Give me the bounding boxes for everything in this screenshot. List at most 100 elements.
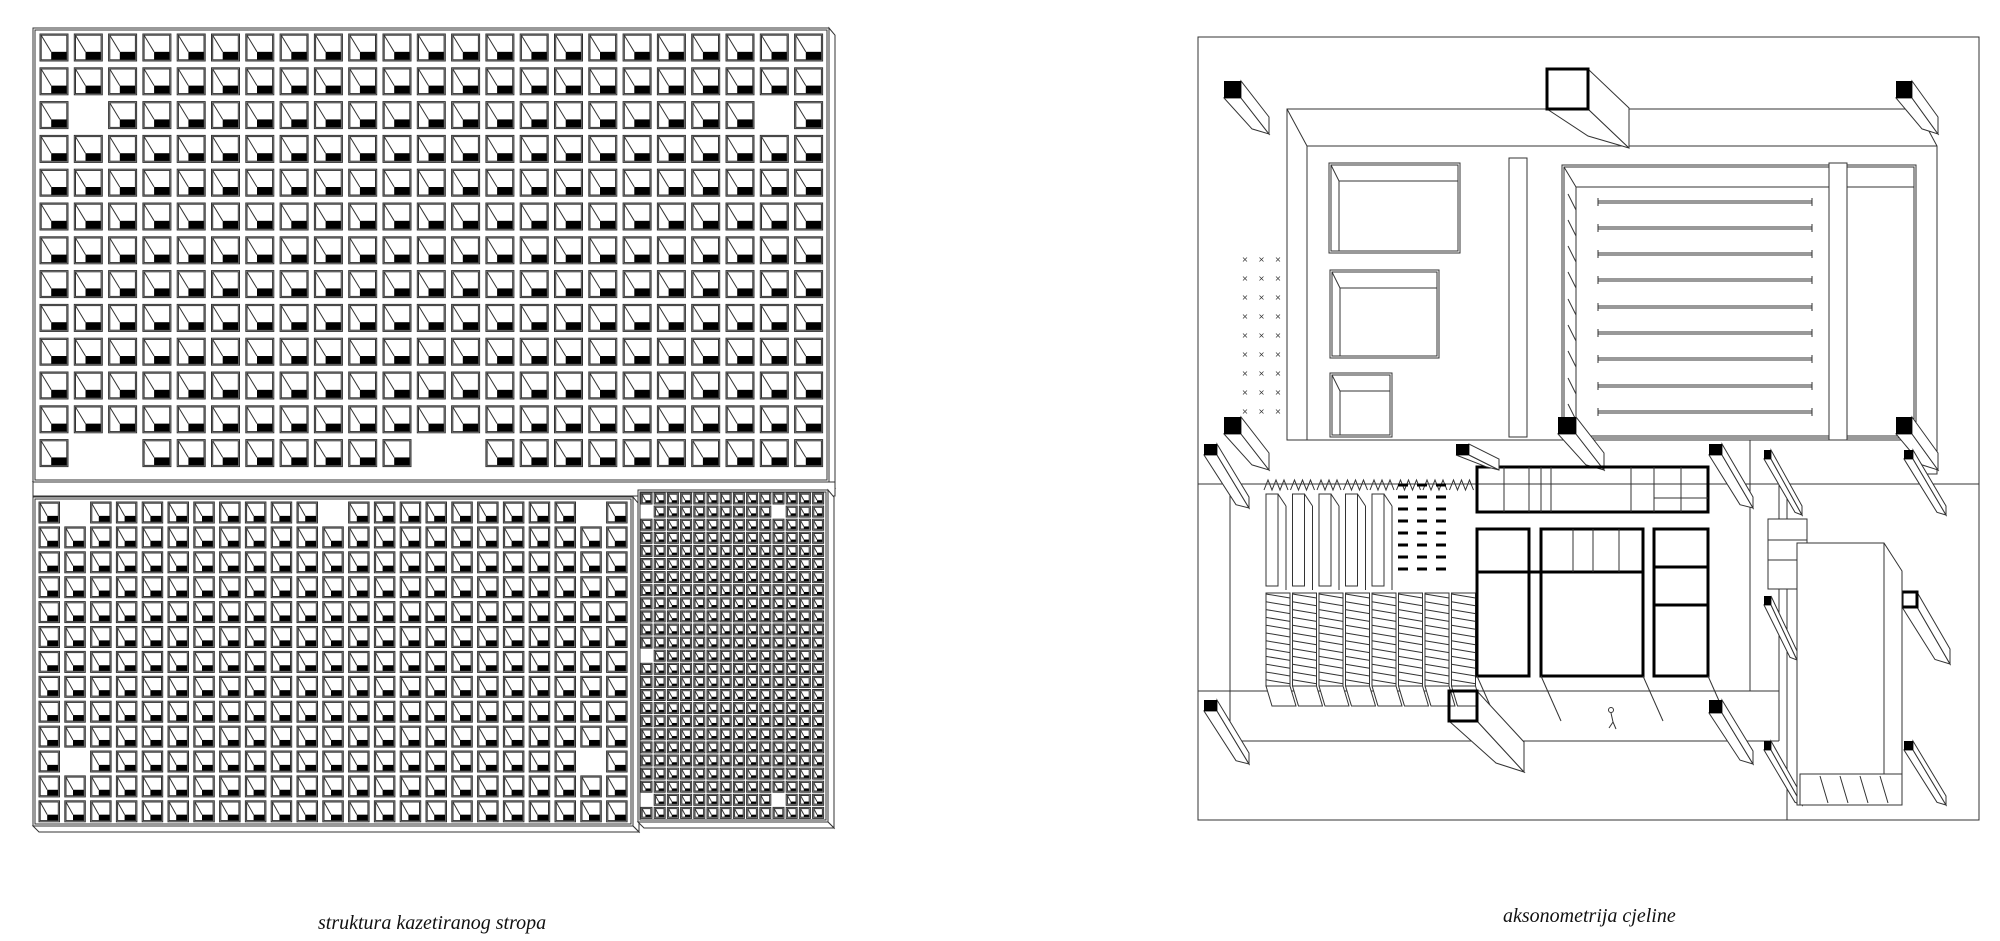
coffer-inner-outline — [143, 271, 171, 297]
coffer-diagonal — [417, 34, 429, 53]
coffer-shadow — [359, 322, 376, 330]
coffer-shadow — [737, 187, 753, 195]
stair-step — [1424, 648, 1450, 654]
stair-step — [1398, 640, 1423, 646]
coffer-shadow — [589, 615, 600, 622]
coffer-shadow — [790, 605, 796, 608]
coffer-cell — [656, 236, 686, 265]
coffer-shadow — [685, 657, 691, 660]
coffer-diagonal — [143, 68, 155, 86]
coffer-outline — [73, 303, 103, 332]
coffer-inner-outline — [297, 502, 317, 523]
coffer-diagonal — [212, 169, 224, 188]
coffer-diagonal — [383, 34, 395, 53]
coffer-diagonal — [555, 271, 567, 289]
coffer-inner-outline — [109, 169, 136, 196]
coffer-inner-outline — [795, 237, 822, 264]
coffer-shadow — [124, 764, 136, 771]
coffer-outline — [691, 67, 721, 96]
coffer-shadow — [356, 764, 368, 771]
coffer-shadow — [711, 709, 717, 713]
coffer-inner-outline — [168, 527, 188, 548]
coffer-shadow — [817, 670, 823, 673]
coffer-shadow — [511, 715, 523, 721]
coffer-shadow — [176, 789, 187, 796]
coffer-diagonal — [374, 552, 384, 566]
coffer-cell — [759, 236, 789, 265]
coffer-shadow — [119, 288, 136, 297]
coffer-shadow — [790, 657, 796, 660]
coffer-outline — [622, 202, 652, 231]
coffer-shadow — [724, 513, 730, 516]
coffer-cell — [270, 551, 293, 574]
coffer-outline — [416, 236, 446, 265]
coffer-outline — [73, 371, 103, 400]
coffer-diagonal — [520, 406, 532, 424]
coffer-shadow — [434, 540, 445, 547]
coffer-cell — [477, 501, 499, 524]
stair-step — [1265, 609, 1291, 615]
coffer-shadow — [698, 696, 704, 699]
stair-step — [1371, 609, 1397, 615]
coffer-inner-outline — [177, 305, 205, 331]
coffer-cell — [142, 33, 172, 62]
stair-step — [1318, 640, 1344, 646]
coffer-diagonal — [726, 271, 738, 289]
coffer-shadow — [790, 539, 796, 542]
coffer-cell — [39, 337, 69, 366]
coffer-cell — [348, 337, 378, 366]
coffer-shadow — [394, 119, 410, 128]
coffer-shadow — [485, 515, 497, 522]
coffer-shadow — [485, 640, 497, 646]
coffer-shadow — [777, 736, 783, 739]
coffer-outline — [519, 270, 549, 299]
coffer-inner-outline — [486, 406, 514, 433]
coffer-diagonal — [323, 527, 332, 542]
coffer-shadow — [279, 764, 291, 771]
coffer-shadow — [698, 762, 704, 765]
coffer-shadow — [764, 749, 770, 752]
coffer-shadow — [257, 153, 273, 161]
coffer-diagonal — [726, 372, 738, 391]
coffer-outline — [656, 134, 686, 163]
coffer-shadow — [85, 288, 101, 297]
coffer-shadow — [658, 539, 664, 542]
coffer-inner-outline — [486, 102, 514, 128]
coffer-inner-outline — [555, 237, 582, 264]
coffer-outline — [141, 501, 164, 524]
coffer-cell — [39, 236, 69, 265]
coffer-shadow — [47, 540, 58, 547]
coffer-diagonal — [212, 68, 224, 86]
coffer-diagonal — [116, 527, 126, 542]
coffer-shadow — [462, 153, 479, 161]
coffer-diagonal — [177, 237, 189, 255]
coffer-shadow — [511, 540, 523, 547]
coffer-diagonal — [65, 552, 74, 566]
tree-mark-icon: × — [1242, 350, 1249, 359]
coffer-shadow — [227, 615, 239, 622]
coffer-inner-outline — [246, 338, 274, 365]
coffer-cell — [279, 371, 309, 400]
coffer-shadow — [565, 187, 581, 195]
coffer-inner-outline — [220, 552, 240, 573]
coffer-cell — [519, 134, 549, 163]
coffer-outline — [399, 501, 422, 524]
coffer-inner-outline — [39, 502, 59, 523]
coffer-cell — [313, 337, 343, 366]
coffer-inner-outline — [486, 34, 514, 61]
coffer-shadow — [668, 187, 684, 195]
coffer-outline — [794, 168, 824, 197]
coffer-shadow — [817, 709, 823, 713]
coffer-shadow — [685, 749, 691, 752]
coffer-diagonal — [486, 271, 498, 289]
coffer-shadow — [460, 690, 471, 696]
coffer-diagonal — [212, 305, 224, 323]
coffer-shadow — [359, 119, 376, 128]
coffer-shadow — [711, 762, 717, 765]
coffer-outline — [580, 526, 602, 549]
coffer-diagonal — [212, 237, 224, 255]
coffer-shadow — [737, 389, 753, 398]
coffer-shadow — [805, 389, 822, 398]
coffer-shadow — [176, 640, 187, 646]
coffer-inner-outline — [194, 502, 214, 523]
